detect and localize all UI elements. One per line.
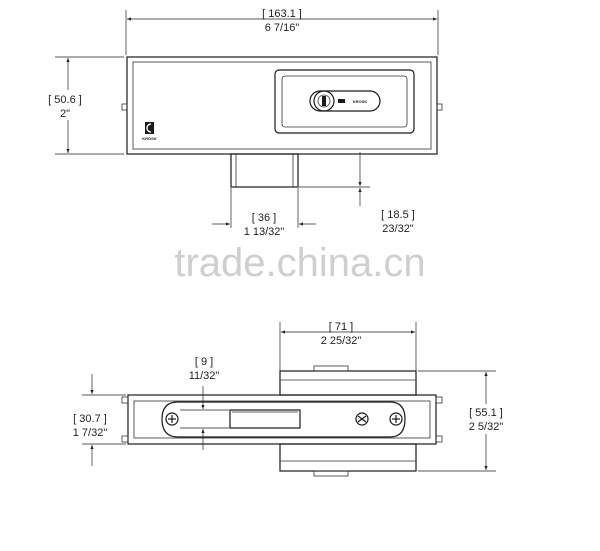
slot xyxy=(229,409,301,429)
brand-logo: KROSK xyxy=(142,122,157,141)
side-body-in: 2 25/32" xyxy=(321,335,362,347)
front-height-in: 1 7/32" xyxy=(73,427,108,439)
spindle-block xyxy=(230,153,299,188)
spindle-width-mm: [ 36 ] xyxy=(252,212,276,224)
screw-icon xyxy=(165,412,179,426)
top-height-mm: [ 50.6 ] xyxy=(48,94,82,106)
clamp-housing-inner xyxy=(132,61,432,150)
clamp-rail-inner xyxy=(133,400,431,439)
front-height-mm: [ 30.7 ] xyxy=(73,413,107,425)
watermark: trade.china.cn xyxy=(174,241,425,285)
slot-width-in: 11/32" xyxy=(189,370,220,382)
slot-width-mm: [ 9 ] xyxy=(195,356,213,368)
body-block-top xyxy=(279,370,417,396)
top-view: [ 163.1 ] 6 7/16" [ 50.6 ] 2" KROSK KROS… xyxy=(44,8,443,238)
body-height-mm: [ 55.1 ] xyxy=(469,407,503,419)
body-height-in: 2 5/32" xyxy=(469,421,504,433)
screw-icon xyxy=(389,412,403,426)
lock-plate-outer xyxy=(274,69,415,134)
lock-plate-inner xyxy=(281,75,408,128)
top-width-in: 6 7/16" xyxy=(265,22,300,34)
top-height-in: 2" xyxy=(60,108,70,120)
top-width-mm: [ 163.1 ] xyxy=(262,8,302,20)
key-cylinder xyxy=(309,90,381,112)
spindle-width-in: 1 13/32" xyxy=(244,226,285,238)
spindle-drop-mm: [ 18.5 ] xyxy=(381,209,415,221)
spindle-drop-in: 23/32" xyxy=(382,223,414,235)
cover-plate xyxy=(161,401,406,438)
brand-logo-text: KROSK xyxy=(142,136,157,141)
brand-logo-icon xyxy=(145,122,154,134)
key-brand-label: KROSK xyxy=(353,99,368,104)
side-body-mm: [ 71 ] xyxy=(329,321,353,333)
clamp-rail-outer xyxy=(127,394,437,445)
screw-icon xyxy=(355,412,369,426)
body-block-bottom xyxy=(279,443,417,472)
key-icon xyxy=(313,90,335,112)
front-view: [ 71 ] 2 25/32" xyxy=(66,321,510,477)
